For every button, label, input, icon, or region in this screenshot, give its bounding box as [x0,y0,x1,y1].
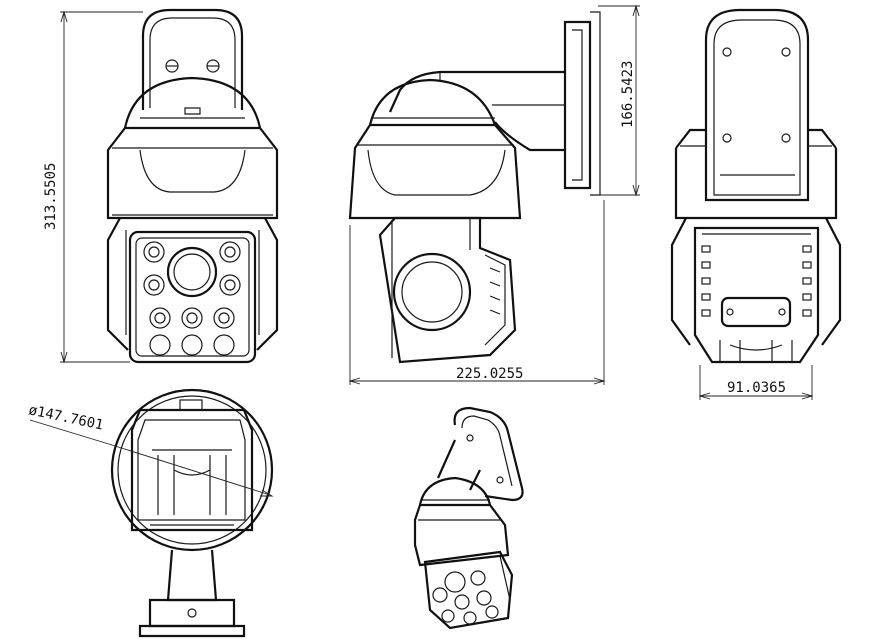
front-view: 313.5505 [43,8,279,364]
depth-dimension-label: 91.0365 [727,380,786,396]
top-view: ø147.7601 [27,388,274,638]
diameter-dimension-label: ø147.7601 [27,402,105,433]
height-dimension-label: 313.5505 [43,163,59,230]
width-dimension-label: 225.0255 [456,366,523,382]
isometric-view [413,406,524,630]
bracket-height-label: 166.5423 [620,61,636,128]
back-view: 91.0365 [670,8,842,400]
side-view: 166.5423 225.0255 [348,4,640,385]
